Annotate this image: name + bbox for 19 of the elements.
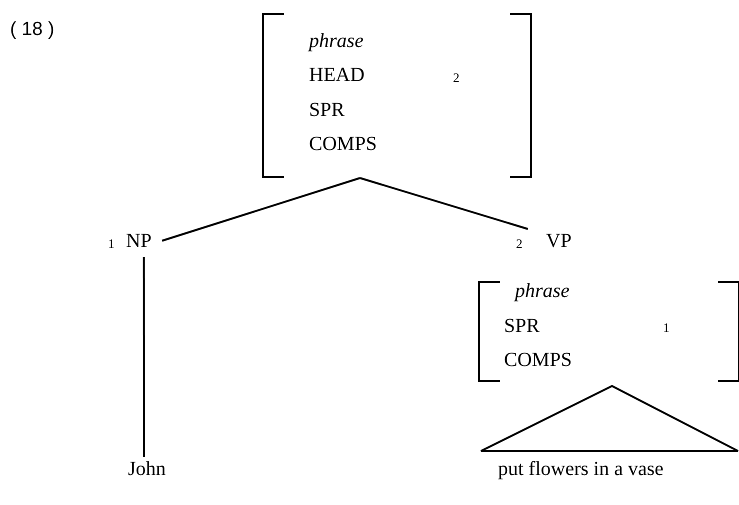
type-label: phrase [309, 31, 364, 51]
feature-name: SPR [309, 100, 345, 120]
feature-name: SPR [504, 316, 540, 336]
example-number: ( 18 ) [10, 20, 54, 39]
type-label: phrase [515, 281, 570, 301]
tree-branch [142, 257, 145, 457]
tree-branch [162, 177, 360, 242]
tag-number: 1 [663, 321, 670, 334]
feature-name: COMPS [309, 134, 377, 154]
category-label: VP [546, 231, 572, 251]
tag-number: 2 [516, 237, 522, 250]
word-label: John [128, 459, 166, 479]
category-label: NP [126, 231, 152, 251]
tag-number: 1 [108, 237, 114, 250]
feature-name: COMPS [504, 350, 572, 370]
word-label: put flowers in a vase [498, 459, 664, 479]
tree-branch [360, 177, 528, 230]
tag-number: 2 [453, 71, 460, 84]
feature-name: HEAD [309, 65, 365, 85]
